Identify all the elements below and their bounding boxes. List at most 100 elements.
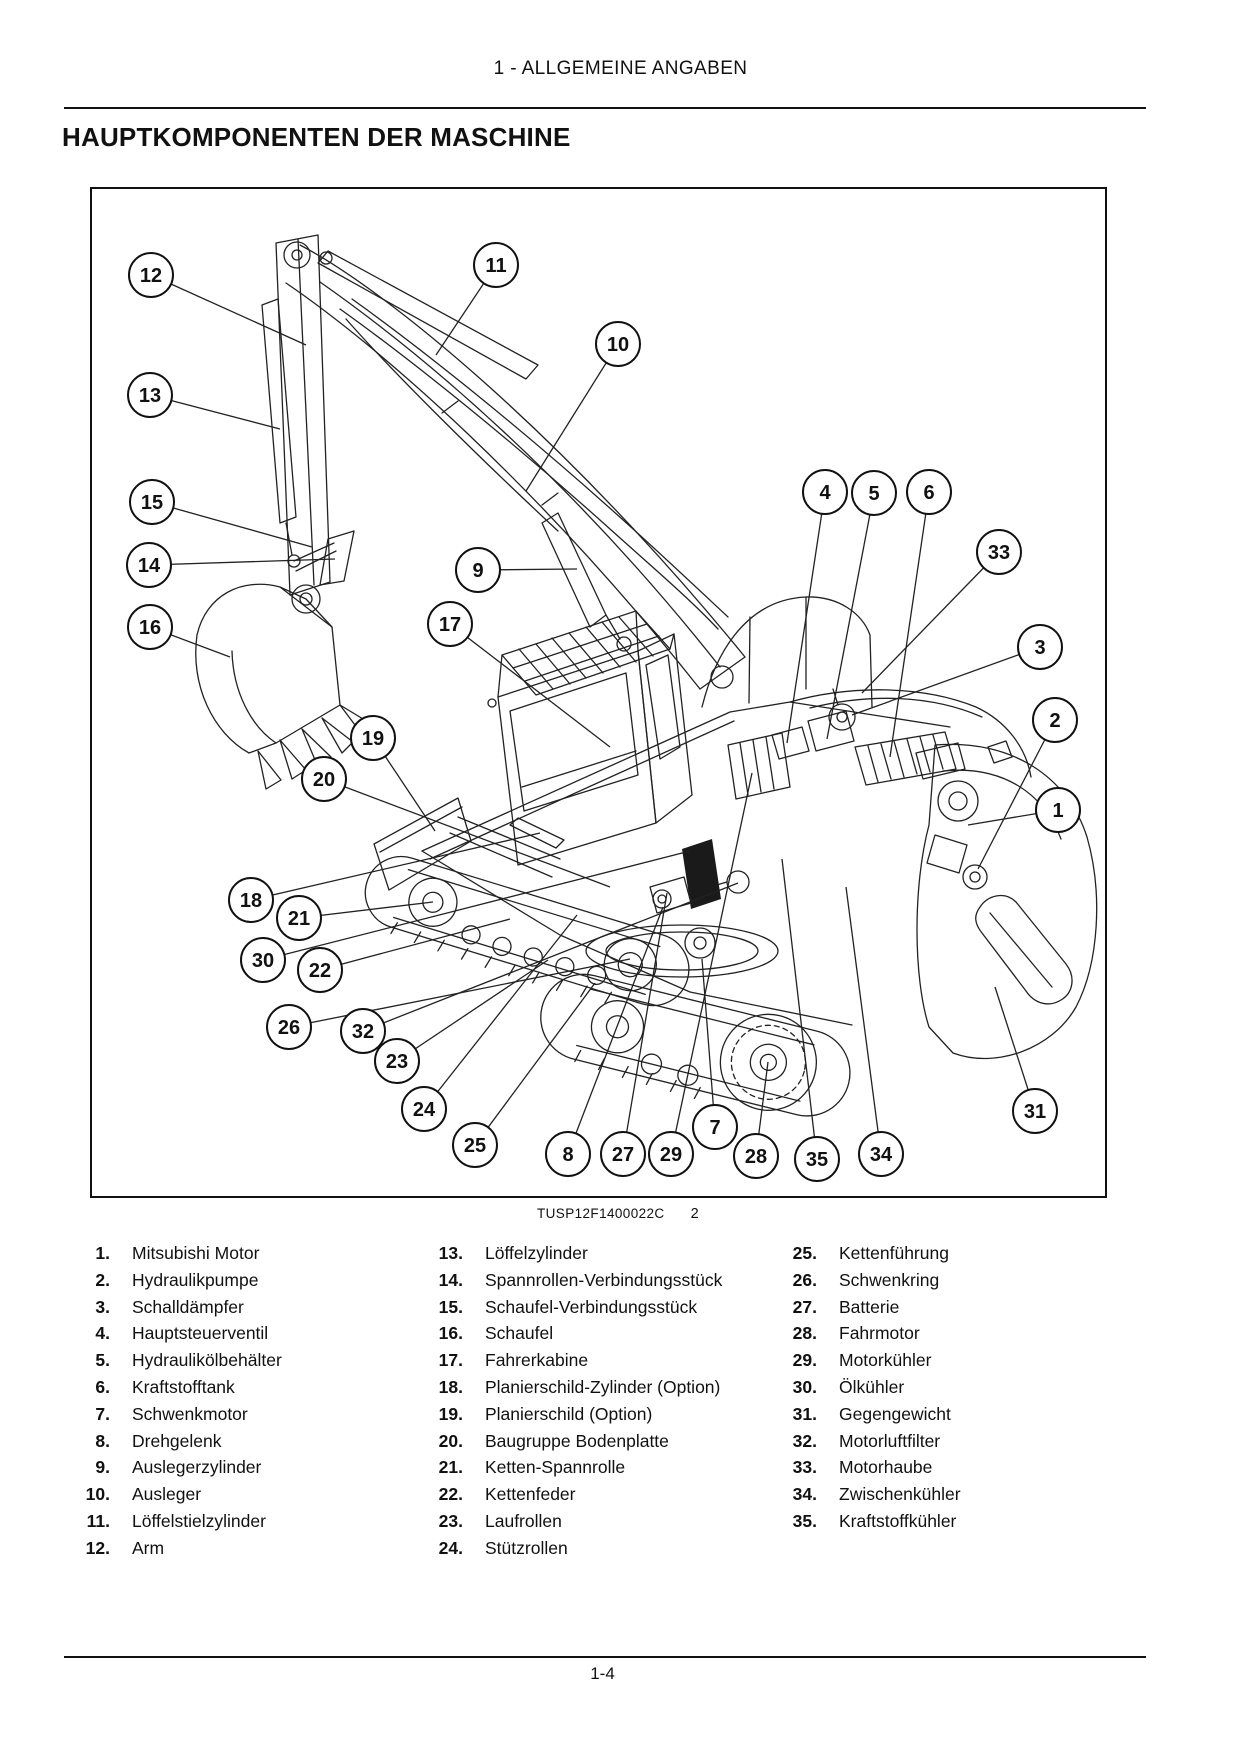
legend-item-number: 3. bbox=[95, 1296, 110, 1317]
legend-item-number: 27. bbox=[792, 1296, 817, 1317]
callout-leader-6 bbox=[889, 491, 930, 758]
legend-item-label: Ausleger bbox=[132, 1484, 202, 1505]
figure-callout-17: 17 bbox=[427, 601, 473, 647]
legend-item-number: 13. bbox=[438, 1243, 463, 1263]
legend-item-label: Motorkühler bbox=[839, 1350, 932, 1371]
legend-item-label: Schwenkring bbox=[839, 1269, 940, 1290]
legend-item: 15.Schaufel-Verbindungsstück bbox=[417, 1294, 767, 1321]
callout-circle bbox=[692, 1104, 738, 1150]
callout-circle bbox=[906, 469, 952, 515]
legend-item-number: 10. bbox=[85, 1484, 110, 1505]
figure-callout-18: 18 bbox=[228, 877, 274, 923]
figure-callout-8: 8 bbox=[545, 1131, 591, 1177]
callout-number: 16 bbox=[139, 617, 161, 639]
callout-leader-20 bbox=[323, 778, 611, 888]
legend-item-number: 23. bbox=[438, 1510, 463, 1531]
legend-item-number: 6. bbox=[95, 1376, 110, 1397]
callout-number: 20 bbox=[313, 769, 335, 791]
callout-leader-14 bbox=[148, 558, 336, 566]
callout-leader-18 bbox=[250, 832, 541, 901]
callout-leader-35 bbox=[781, 858, 818, 1160]
callout-number: 15 bbox=[141, 492, 163, 514]
figure-callout-22: 22 bbox=[297, 947, 343, 993]
legend-item-number: 19. bbox=[438, 1403, 463, 1424]
callout-number: 29 bbox=[660, 1144, 682, 1166]
legend-item-label: Laufrollen bbox=[485, 1510, 562, 1531]
legend-item-label: Arm bbox=[132, 1537, 165, 1558]
legend-item-label: Mitsubishi Motor bbox=[132, 1243, 260, 1263]
legend-item-number: 22. bbox=[438, 1484, 463, 1505]
legend-item-label: Kraftstofftank bbox=[132, 1376, 235, 1397]
callout-circle bbox=[427, 601, 473, 647]
callout-leader-7 bbox=[701, 958, 716, 1128]
figure-callout-13: 13 bbox=[127, 372, 173, 418]
legend-item-number: 16. bbox=[438, 1323, 463, 1344]
callout-circle bbox=[1017, 624, 1063, 670]
callout-number: 17 bbox=[439, 614, 461, 636]
legend-item-label: Gegengewicht bbox=[839, 1403, 951, 1424]
callout-circle bbox=[126, 542, 172, 588]
legend-item-label: Ölkühler bbox=[839, 1376, 905, 1397]
legend-item-number: 25. bbox=[792, 1243, 817, 1263]
callout-leader-15 bbox=[151, 501, 313, 548]
figure-callout-24: 24 bbox=[401, 1086, 447, 1132]
legend-item-number: 34. bbox=[792, 1484, 817, 1505]
legend-item-number: 32. bbox=[792, 1430, 817, 1451]
machine-components-figure: 1234567891011121314151617181920212223242… bbox=[90, 187, 1107, 1198]
legend-item-number: 20. bbox=[438, 1430, 463, 1451]
callout-number: 27 bbox=[612, 1144, 634, 1166]
callout-circle bbox=[127, 372, 173, 418]
legend-item: 30.Ölkühler bbox=[771, 1374, 1111, 1401]
figure-callout-2: 2 bbox=[1032, 697, 1078, 743]
figure-callout-4: 4 bbox=[802, 469, 848, 515]
legend-item-label: Zwischenkühler bbox=[839, 1484, 961, 1505]
callout-circle bbox=[794, 1136, 840, 1182]
legend-item: 29.Motorkühler bbox=[771, 1347, 1111, 1374]
figure-callout-12: 12 bbox=[128, 252, 174, 298]
callout-number: 12 bbox=[140, 265, 162, 287]
callout-number: 1 bbox=[1052, 800, 1063, 822]
footer-rule bbox=[64, 1656, 1146, 1658]
callout-circle bbox=[374, 1038, 420, 1084]
callout-leader-3 bbox=[851, 646, 1041, 716]
legend-item: 24.Stützrollen bbox=[417, 1535, 767, 1562]
callout-circle bbox=[600, 1131, 646, 1177]
callout-circle bbox=[266, 1004, 312, 1050]
legend-item-number: 17. bbox=[438, 1350, 463, 1371]
figure-callout-21: 21 bbox=[276, 895, 322, 941]
callout-circle bbox=[733, 1133, 779, 1179]
figure-callout-34: 34 bbox=[858, 1131, 904, 1177]
legend-item: 14.Spannrollen-Verbindungsstück bbox=[417, 1267, 767, 1294]
page-number: 1-4 bbox=[590, 1664, 615, 1683]
legend-item: 2.Hydraulikpumpe bbox=[64, 1267, 374, 1294]
callout-leader-10 bbox=[525, 343, 619, 492]
callout-circle bbox=[127, 604, 173, 650]
callout-leader-17 bbox=[449, 623, 611, 748]
callout-number: 35 bbox=[806, 1149, 828, 1171]
legend-item: 18.Planierschild-Zylinder (Option) bbox=[417, 1374, 767, 1401]
legend-item-number: 33. bbox=[792, 1457, 817, 1478]
callout-number: 7 bbox=[709, 1117, 720, 1139]
legend-item-number: 35. bbox=[792, 1510, 817, 1531]
callout-leader-5 bbox=[826, 492, 875, 740]
page-header: 1 - ALLGEMEINE ANGABEN bbox=[493, 58, 748, 79]
legend-item-number: 21. bbox=[438, 1457, 463, 1478]
legend-item: 11.Löffelstielzylinder bbox=[64, 1508, 374, 1535]
figure-callout-16: 16 bbox=[127, 604, 173, 650]
legend-item-label: Kettenführung bbox=[839, 1243, 949, 1263]
legend-item-number: 8. bbox=[95, 1430, 110, 1451]
callout-leader-25 bbox=[474, 982, 596, 1146]
legend-item-label: Hydraulikölbehälter bbox=[132, 1350, 282, 1371]
callout-number: 5 bbox=[868, 483, 879, 505]
callout-leader-24 bbox=[423, 914, 578, 1110]
figure-callout-5: 5 bbox=[851, 470, 897, 516]
legend-item: 7.Schwenkmotor bbox=[64, 1401, 374, 1428]
legend-item-number: 11. bbox=[86, 1510, 110, 1531]
figure-callout-1: 1 bbox=[1035, 787, 1081, 833]
legend-item-label: Planierschild-Zylinder (Option) bbox=[485, 1376, 721, 1397]
legend-item: 1.Mitsubishi Motor bbox=[64, 1240, 374, 1267]
callout-circle bbox=[276, 895, 322, 941]
legend-item: 17.Fahrerkabine bbox=[417, 1347, 767, 1374]
